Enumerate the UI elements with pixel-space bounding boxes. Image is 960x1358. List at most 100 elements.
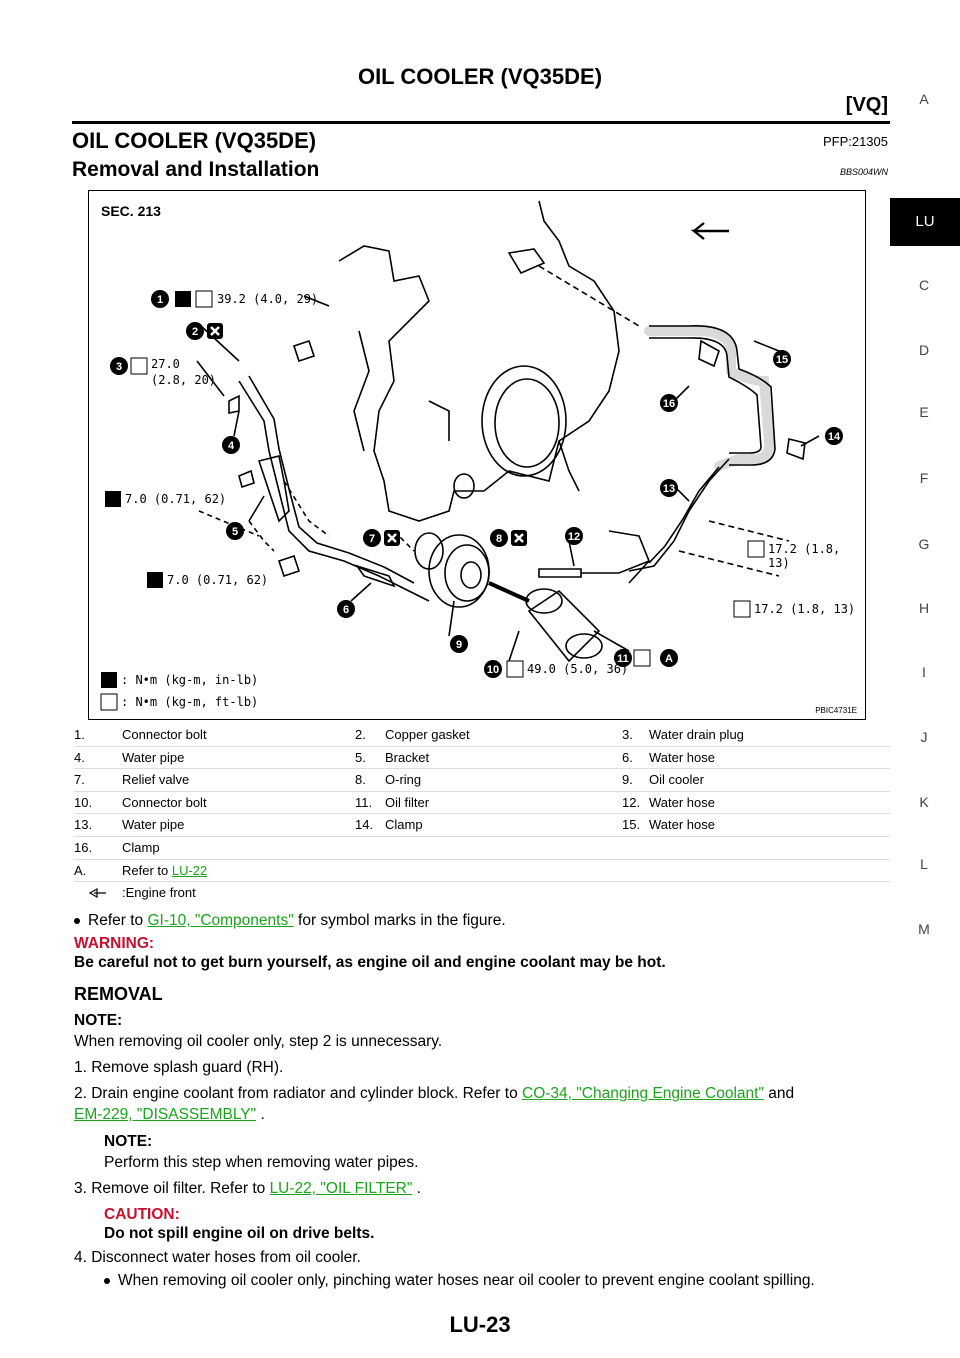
torque-label: 7.0 (0.71, 62) [167, 573, 269, 587]
step-2-mid: and [763, 1085, 795, 1102]
svg-text:2: 2 [192, 326, 198, 338]
step-3: 3. Remove oil filter. Refer to LU-22, "O… [74, 1180, 421, 1198]
legend-num: 16. [74, 839, 93, 855]
svg-text:14: 14 [828, 431, 841, 443]
svg-text:12: 12 [568, 531, 580, 543]
legend-num: 8. [355, 772, 366, 788]
svg-text:13: 13 [663, 483, 675, 495]
svg-text:9: 9 [456, 639, 462, 651]
step-1: 1. Remove splash guard (RH). [74, 1059, 284, 1076]
engine-front-arrow-icon [88, 888, 106, 899]
svg-text:4: 4 [228, 440, 235, 452]
note-text: When removing oil cooler only, step 2 is… [74, 1033, 443, 1050]
legend-item: Water hose [649, 817, 715, 833]
section-code: PFP:21305 [822, 134, 888, 149]
legend-num: 7. [74, 772, 85, 788]
tab-l[interactable]: L [920, 856, 928, 872]
legend-item: Water hose [649, 749, 715, 765]
legend-item: Clamp [122, 839, 160, 855]
em-229-link[interactable]: EM-229, "DISASSEMBLY" [74, 1106, 257, 1123]
legend-num: 12. [622, 794, 641, 810]
bullet-icon [74, 917, 80, 924]
subsection-code: BBS004WN [839, 167, 888, 177]
legend-item: Water hose [649, 794, 715, 810]
header-title: OIL COOLER (VQ35DE) [357, 64, 603, 89]
tab-f[interactable]: F [919, 470, 929, 486]
legend-item: Bracket [385, 749, 430, 765]
legend-item: Clamp [385, 817, 423, 833]
legend-a-text: Refer to [122, 862, 172, 878]
legend-item: Water pipe [122, 817, 185, 833]
step-4-bullet-text: When removing oil cooler only, pinching … [118, 1272, 815, 1289]
legend-num: 9. [622, 772, 633, 788]
tab-j[interactable]: J [920, 729, 928, 745]
header-rule [72, 121, 890, 124]
legend-row: 10. Connector bolt 11. Oil filter 12. Wa… [74, 792, 890, 815]
legend-num: 10. [74, 794, 93, 810]
tab-i[interactable]: I [922, 664, 926, 680]
side-tabs: A LU C D E F G H I J K L M [890, 0, 960, 1358]
torque-label: 27.0 [151, 357, 180, 371]
tab-lu[interactable]: LU [890, 198, 960, 246]
legend-item: Oil filter [385, 794, 430, 810]
svg-text:11: 11 [617, 653, 629, 665]
legend-item: Water drain plug [649, 727, 744, 742]
legend-num: 4. [74, 749, 85, 765]
legend-item: Connector bolt [122, 727, 207, 742]
svg-text:8: 8 [496, 533, 502, 545]
subsection-title: Removal and Installation [72, 158, 320, 181]
tab-g[interactable]: G [918, 536, 930, 552]
gi-10-link[interactable]: GI-10, "Components" [147, 912, 294, 929]
figure-section-label: SEC. 213 [101, 203, 161, 219]
legend-row: 4. Water pipe 5. Bracket 6. Water hose [74, 747, 890, 770]
torque-label: 7.0 (0.71, 62) [125, 492, 227, 506]
legend-num: 5. [355, 749, 366, 765]
co-34-link[interactable]: CO-34, "Changing Engine Coolant" [522, 1085, 764, 1102]
step-3-post: . [412, 1180, 421, 1197]
legend-item: Oil cooler [649, 772, 704, 788]
tab-h[interactable]: H [918, 600, 930, 616]
tab-e[interactable]: E [919, 404, 929, 420]
step-4-bullet: When removing oil cooler only, pinching … [104, 1272, 890, 1290]
tab-a[interactable]: A [919, 91, 929, 107]
torque-label: 39.2 (4.0, 29) [217, 292, 319, 306]
torque-label: (2.8, 20) [151, 373, 217, 387]
tab-k[interactable]: K [919, 794, 929, 810]
legend-num: 3. [622, 727, 633, 742]
refer-text: Refer to [88, 912, 148, 929]
header-subtitle: [VQ] [845, 94, 888, 116]
svg-text:10: 10 [487, 664, 499, 676]
legend-row: 7. Relief valve 8. O-ring 9. Oil cooler [74, 769, 890, 792]
note-text: Perform this step when removing water pi… [104, 1154, 419, 1171]
svg-text:16: 16 [663, 398, 675, 410]
svg-text:1: 1 [157, 294, 163, 306]
legend-item: Relief valve [122, 772, 190, 788]
legend-num: 1. [74, 727, 85, 742]
note-label: NOTE: [74, 1012, 123, 1029]
caution-label: CAUTION: [104, 1206, 180, 1223]
tab-c[interactable]: C [918, 277, 930, 293]
legend-item: Refer to LU-22 [122, 863, 207, 878]
lu-22-oil-filter-link[interactable]: LU-22, "OIL FILTER" [269, 1180, 413, 1197]
figure-code: PBIC4731E [815, 706, 857, 715]
svg-text:3: 3 [116, 361, 122, 373]
legend-row: 16. Clamp [74, 837, 890, 860]
legend-num: 11. [355, 794, 373, 810]
step-2-text: 2. Drain engine coolant from radiator an… [74, 1085, 523, 1102]
tab-m[interactable]: M [918, 921, 930, 937]
svg-text:6: 6 [343, 604, 349, 616]
legend-item: O-ring [385, 772, 422, 788]
legend-item: Connector bolt [122, 794, 207, 810]
refer-line: Refer to GI-10, "Components" for symbol … [74, 912, 890, 930]
tab-d[interactable]: D [918, 342, 930, 358]
torque-label: 17.2 (1.8, 13) [768, 542, 841, 570]
legend-row: 1. Connector bolt 2. Copper gasket 3. Wa… [74, 724, 890, 747]
legend-item: Water pipe [122, 749, 185, 765]
legend-item: Copper gasket [385, 727, 470, 742]
step-2: 2. Drain engine coolant from radiator an… [74, 1085, 890, 1103]
step-3-text: 3. Remove oil filter. Refer to [74, 1180, 270, 1197]
lu-22-link[interactable]: LU-22 [171, 862, 208, 878]
section-title: OIL COOLER (VQ35DE) [72, 128, 317, 153]
legend-num: 15. [622, 817, 641, 833]
